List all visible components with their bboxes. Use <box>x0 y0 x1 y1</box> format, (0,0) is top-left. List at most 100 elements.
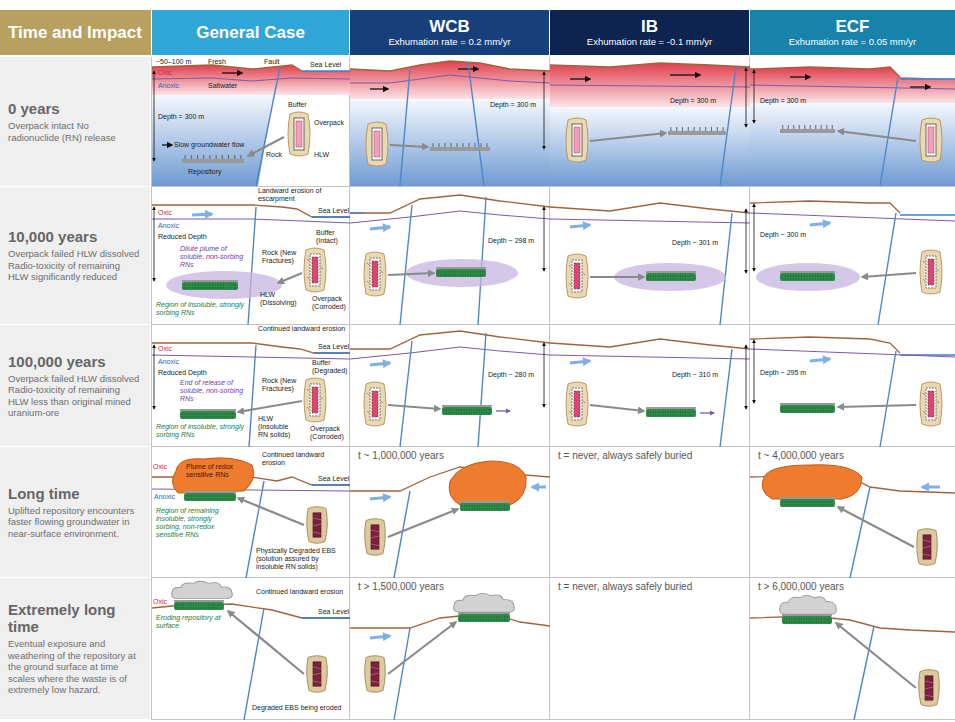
line <box>192 214 212 215</box>
ground-line <box>550 339 750 349</box>
annotation-label: Continued landward erosion <box>256 588 346 596</box>
row-header: Extremely long timeEventual exposure and… <box>0 578 150 719</box>
annotation-label: Slow groundwater flow <box>174 141 244 149</box>
annotation-label: Region of remaining insoluble, strongly … <box>156 507 238 539</box>
heading: 100,000 years <box>8 353 142 370</box>
annotation-label: Oxic <box>153 598 167 606</box>
line <box>590 276 644 278</box>
annotation-label: Oxic <box>158 69 172 77</box>
wcb-0-years <box>350 61 550 186</box>
line <box>370 88 388 89</box>
row-header: 0 yearsOverpack intact No radionuclide (… <box>0 57 150 186</box>
line <box>836 623 916 688</box>
general-case-10000-years <box>152 205 350 325</box>
annotation-label: Depth = 300 m <box>158 113 204 121</box>
symbol-instance <box>304 378 326 422</box>
line <box>154 345 155 409</box>
line <box>880 351 896 447</box>
line <box>720 67 736 186</box>
heading: 10,000 years <box>8 228 142 245</box>
line <box>700 412 714 413</box>
wcb-long-time <box>350 461 550 578</box>
plume-shape <box>756 263 860 291</box>
column-header: IBExhumation rate = -0.1 mm/yr <box>550 10 749 55</box>
heading: Time and Impact <box>8 23 143 42</box>
ground-line <box>550 355 750 359</box>
line <box>370 227 390 229</box>
ground-line <box>750 337 900 353</box>
annotation-label: Depth ~ 310 m <box>672 371 718 379</box>
annotation-label: Landward erosion of escarpment <box>258 187 346 203</box>
description: Uplifted repository encounters faster fl… <box>8 505 142 540</box>
annotation-label: Anoxic <box>158 358 179 366</box>
annotation-label: Overpack (Corroded) <box>312 295 350 311</box>
symbol-instance <box>780 125 835 133</box>
ground-line <box>350 75 550 83</box>
ground-line <box>350 61 550 71</box>
annotation-label: Sea Level <box>310 61 341 69</box>
line <box>238 498 304 525</box>
annotation-label: Physically Degraded EBS (solution assure… <box>256 547 348 571</box>
line <box>370 363 390 365</box>
annotation-label: Rock (New Fractures) <box>262 377 300 393</box>
annotation-label: Dilute plume of soluble, non-sorbing RNs <box>180 245 246 269</box>
ground-line <box>750 201 900 213</box>
annotation-label: Depth ~ 280 m <box>488 371 534 379</box>
annotation-label: Overpack <box>314 119 344 127</box>
time-label: t > 1,500,000 years <box>358 581 444 592</box>
line <box>312 216 350 217</box>
annotation-label: ~50–100 m <box>156 58 191 66</box>
annotation-label: Anoxic <box>154 493 175 501</box>
shape-path <box>449 461 526 505</box>
annotation-label: Depth ~ 295 m <box>760 369 806 377</box>
annotation-label: Reduced Depth <box>158 369 207 377</box>
annotation-label: Depth = 300 m <box>760 97 806 105</box>
annotation-label: Sea Level <box>318 608 349 616</box>
shape-rect <box>350 99 550 186</box>
column-header: Time and Impact <box>0 10 151 55</box>
annotation-label: Rock (New Fractures) <box>262 249 300 265</box>
general-case-100000-years <box>152 343 350 447</box>
annotation-label: Depth = 300 m <box>490 101 536 109</box>
shape-path <box>152 95 274 186</box>
line <box>152 446 955 447</box>
symbol-instance <box>460 501 510 511</box>
line <box>302 617 350 618</box>
description: Exhumation rate = 0.2 mm/yr <box>358 36 541 48</box>
line <box>838 405 916 407</box>
table-grid <box>152 57 955 720</box>
annotation-label: Depth ~ 301 m <box>672 239 718 247</box>
symbol-instance <box>366 122 388 166</box>
ground-line <box>350 195 550 213</box>
symbol-instance <box>172 581 233 598</box>
line <box>900 214 955 215</box>
description: Overpack failed HLW dissolved Radio-toxi… <box>8 373 142 419</box>
ecf-0-years <box>750 67 955 186</box>
time-label: t = never, always safely buried <box>558 450 692 461</box>
annotation-label: Oxic <box>158 345 172 353</box>
symbol-instance <box>780 497 835 507</box>
general-case-extremely-long-time <box>152 581 350 720</box>
column-header: General Case <box>152 10 349 55</box>
heading: IB <box>558 17 741 36</box>
line <box>838 131 916 141</box>
shape-rect <box>152 57 955 720</box>
symbol-instance <box>436 267 486 277</box>
ground-line <box>350 331 550 349</box>
row-header: 10,000 yearsOverpack failed HLW dissolve… <box>0 187 150 324</box>
line <box>152 324 955 325</box>
annotation-label: Reduced Depth <box>158 233 207 241</box>
line <box>154 71 155 161</box>
line <box>152 186 955 187</box>
shape-path <box>550 63 750 107</box>
line <box>154 207 155 281</box>
symbol-instance <box>780 271 835 281</box>
line <box>388 509 458 537</box>
line <box>754 70 755 123</box>
wcb-10000-years <box>350 195 550 325</box>
line <box>746 68 747 127</box>
line <box>370 636 390 638</box>
wcb-100000-years <box>350 331 550 447</box>
ground-line <box>550 85 750 87</box>
symbol-instance <box>920 118 942 162</box>
